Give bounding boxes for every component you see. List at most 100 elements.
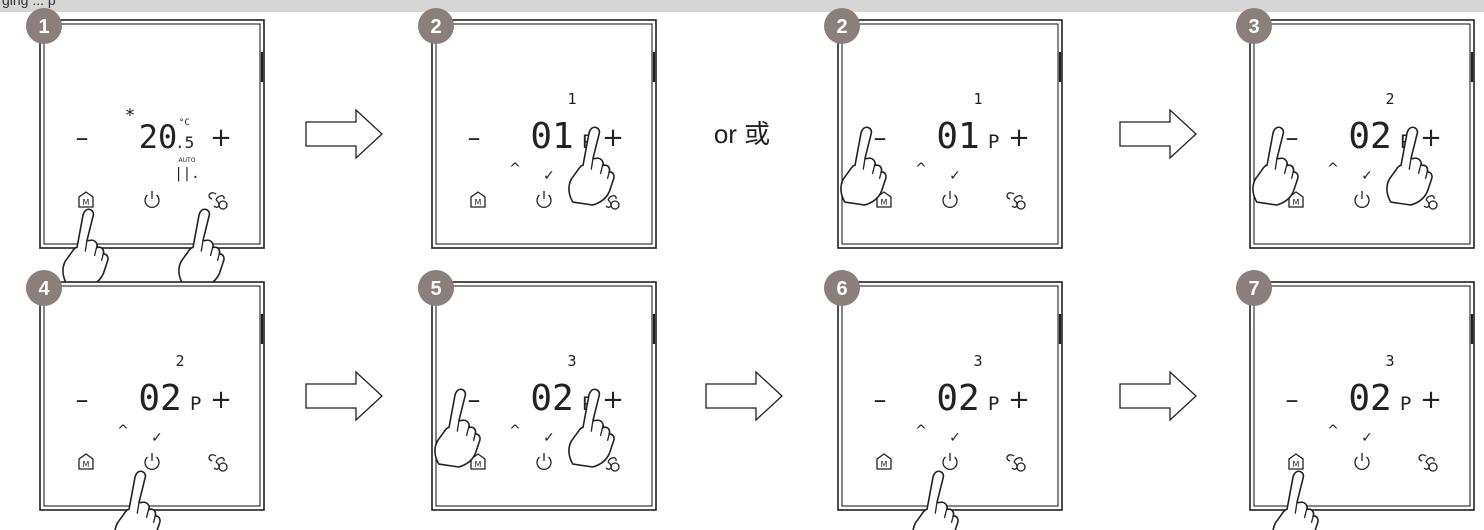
mode-letter: M	[475, 460, 482, 469]
temperature-value: 20	[139, 118, 178, 156]
power-icon[interactable]	[536, 191, 552, 209]
power-icon[interactable]	[942, 453, 958, 471]
check-icon: ✓	[949, 430, 961, 446]
mode-button-icon[interactable]: M	[1288, 453, 1304, 470]
power-icon[interactable]	[942, 191, 958, 209]
header-caption: ging ... p	[2, 0, 56, 8]
plus-button[interactable]: +	[1008, 123, 1030, 153]
step-number: 5	[430, 278, 441, 300]
panel-inner-frame	[43, 23, 261, 245]
minus-button[interactable]: –	[76, 385, 89, 415]
mode-letter: M	[83, 198, 90, 207]
program-index: 1	[973, 90, 982, 108]
power-icon[interactable]	[1354, 191, 1370, 209]
mode-button-icon[interactable]: M	[78, 191, 94, 208]
step-badge	[824, 8, 860, 44]
step-badge	[26, 270, 62, 306]
plus-button[interactable]: +	[210, 123, 232, 153]
program-index: 3	[973, 352, 982, 370]
panel-inner-frame	[841, 23, 1059, 245]
mode-letter: M	[1293, 460, 1300, 469]
program-index: 3	[1385, 352, 1394, 370]
mode-house-outline	[876, 453, 892, 470]
power-ring	[1354, 456, 1370, 471]
power-icon[interactable]	[1354, 453, 1370, 471]
program-number: 01	[936, 116, 979, 157]
mode-button-icon[interactable]: M	[876, 453, 892, 470]
step-number: 2	[430, 16, 441, 38]
mode-letter: M	[881, 198, 888, 207]
program-p-label: P	[190, 393, 201, 415]
mode-letter: M	[475, 198, 482, 207]
plus-button[interactable]: +	[1420, 385, 1442, 415]
panel-outer-frame	[1249, 19, 1475, 249]
panel-inner-frame	[435, 23, 653, 245]
panel-inner-frame	[43, 285, 261, 507]
check-icon: ✓	[151, 430, 163, 446]
panel-inner-frame	[1253, 285, 1471, 507]
step-number: 2	[836, 16, 847, 38]
check-icon: ✓	[543, 430, 555, 446]
arrow-right-icon	[305, 371, 383, 421]
step-number: 3	[1248, 16, 1259, 38]
plus-button[interactable]: +	[210, 385, 232, 415]
check-icon: ✓	[1361, 168, 1373, 184]
up-chevron-icon: ^	[509, 423, 521, 439]
minus-button[interactable]: –	[874, 123, 887, 153]
temperature-unit: °C	[179, 118, 190, 128]
arrow-right-icon	[305, 109, 383, 159]
minus-button[interactable]: –	[468, 123, 481, 153]
minus-button[interactable]: –	[1286, 385, 1299, 415]
program-index: 2	[175, 352, 184, 370]
fan-speed-bars: ||.	[174, 166, 199, 182]
up-chevron-icon: ^	[915, 423, 927, 439]
mode-button-icon[interactable]: M	[470, 191, 486, 208]
minus-button[interactable]: –	[76, 123, 89, 153]
plus-button[interactable]: +	[1008, 385, 1030, 415]
snowflake-icon: *	[126, 105, 135, 126]
panel-inner-frame	[435, 285, 653, 507]
minus-button[interactable]: –	[468, 385, 481, 415]
step-badge	[418, 270, 454, 306]
plus-button[interactable]: +	[602, 385, 624, 415]
top-band: ging ... p	[0, 0, 1484, 12]
power-icon[interactable]	[536, 453, 552, 471]
power-ring	[942, 194, 958, 209]
power-ring	[1354, 194, 1370, 209]
panel-outer-frame	[39, 19, 265, 249]
check-icon: ✓	[949, 168, 961, 184]
program-p-label: P	[988, 131, 999, 153]
auto-label: AUTO	[179, 157, 196, 164]
panel-outer-frame	[1249, 281, 1475, 511]
step-badge	[1236, 8, 1272, 44]
power-icon[interactable]	[144, 191, 160, 209]
panel-inner-frame	[841, 285, 1059, 507]
power-icon[interactable]	[144, 453, 160, 471]
minus-button[interactable]: –	[874, 385, 887, 415]
program-index: 1	[567, 90, 576, 108]
step-badge	[824, 270, 860, 306]
program-number: 01	[530, 116, 573, 157]
temperature-decimal: .5	[175, 133, 194, 152]
mode-house-outline	[78, 453, 94, 470]
mode-house-outline	[1288, 453, 1304, 470]
step-badge	[418, 8, 454, 44]
mode-letter: M	[1293, 198, 1300, 207]
step-number: 1	[38, 16, 49, 38]
or-separator: or 或	[714, 119, 770, 149]
plus-button[interactable]: +	[1420, 123, 1442, 153]
panel-inner-frame	[1253, 23, 1471, 245]
program-index: 3	[567, 352, 576, 370]
step-badge	[1236, 270, 1272, 306]
plus-button[interactable]: +	[602, 123, 624, 153]
mode-button-icon[interactable]: M	[78, 453, 94, 470]
minus-button[interactable]: –	[1286, 123, 1299, 153]
power-ring	[144, 194, 160, 209]
panel-outer-frame	[431, 281, 657, 511]
